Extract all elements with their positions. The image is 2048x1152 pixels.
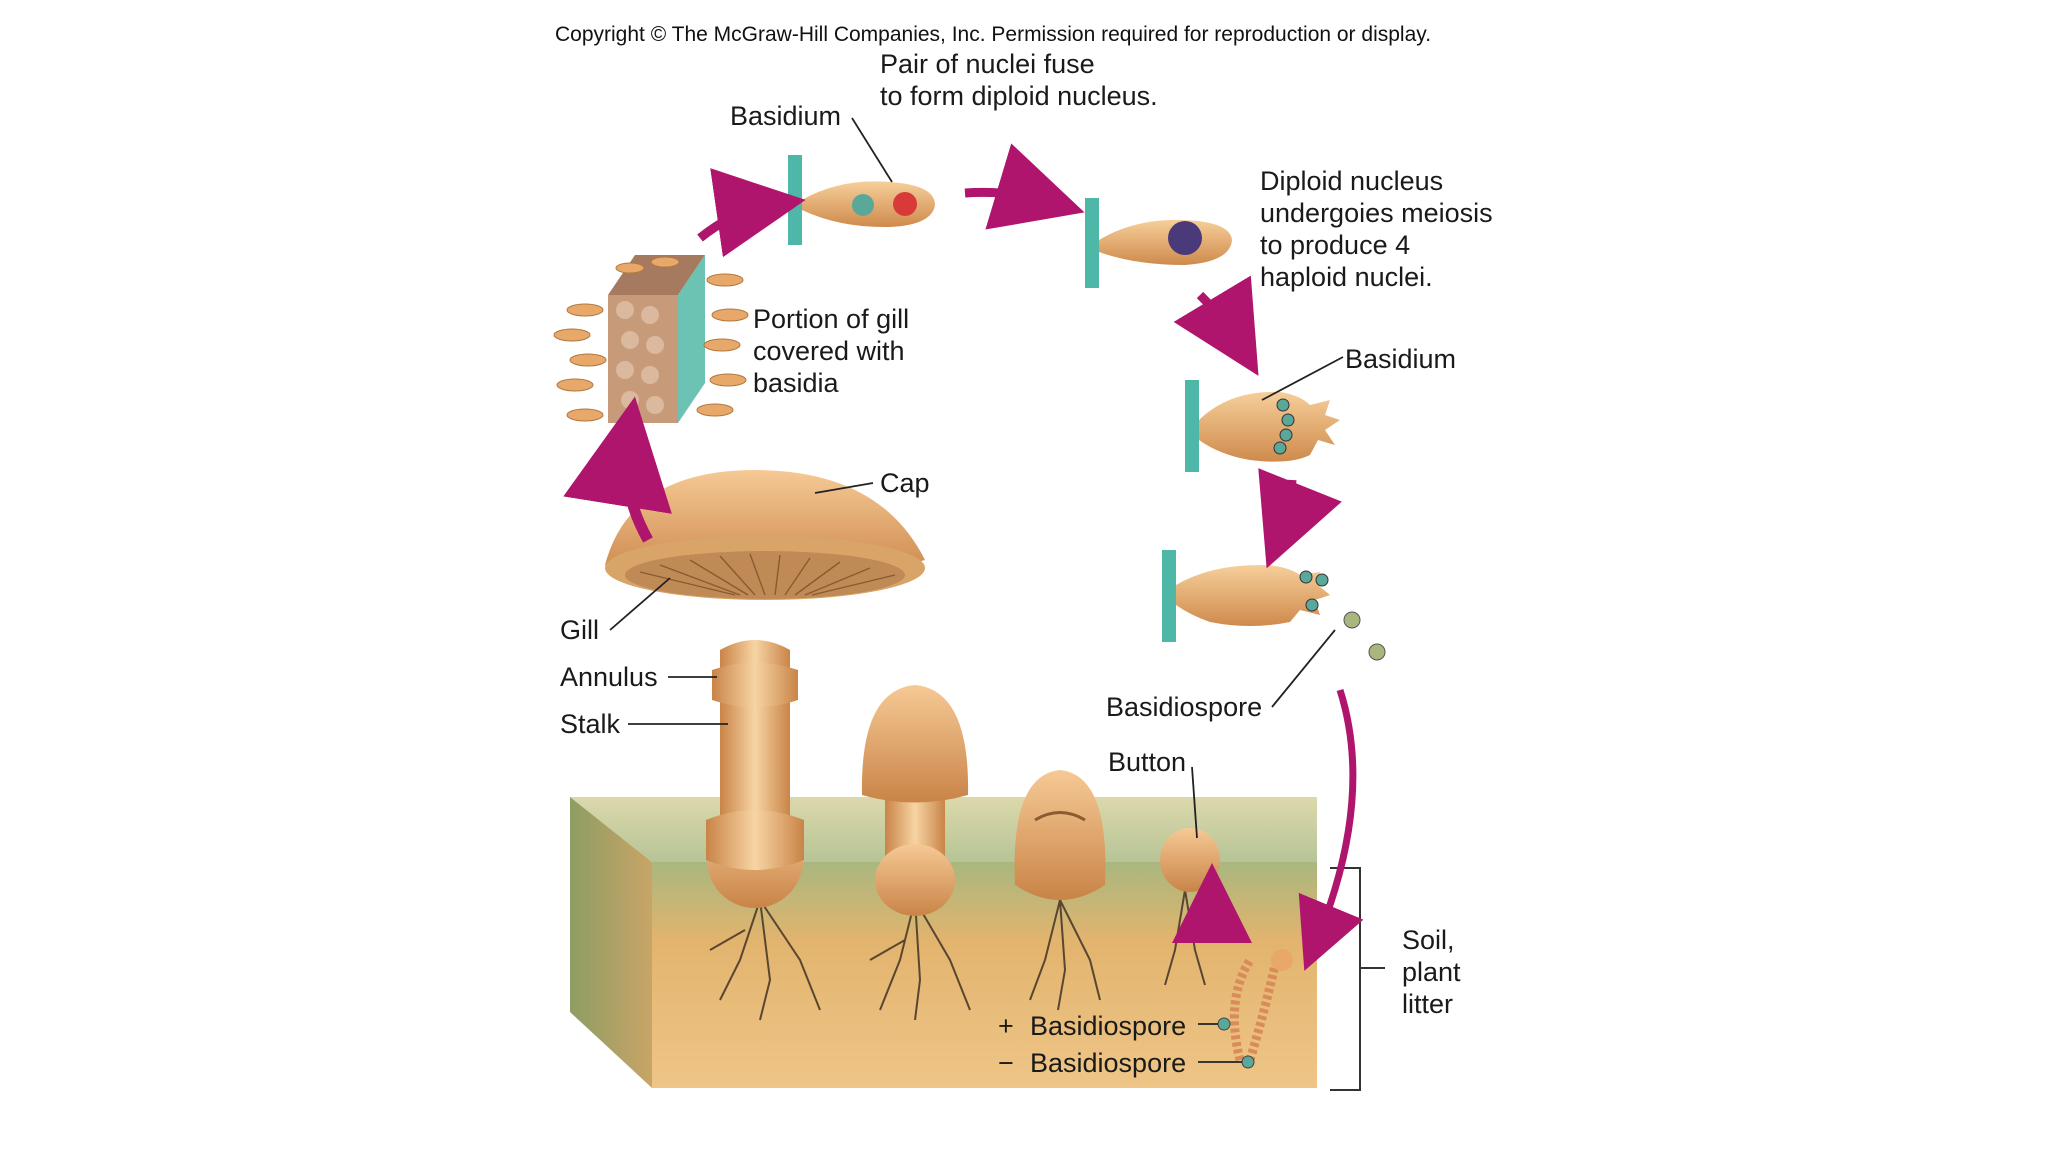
label-soil-line1: Soil, <box>1402 925 1455 955</box>
label-diploid-line2: undergoies meiosis <box>1260 198 1493 228</box>
copyright-notice: Copyright © The McGraw-Hill Companies, I… <box>555 23 1432 46</box>
mature-mushroom <box>605 470 925 908</box>
soil-bracket <box>1330 867 1385 1091</box>
label-minus-basidiospore: Basidiospore <box>1030 1048 1187 1078</box>
label-cap: Cap <box>880 468 930 498</box>
label-soil-line3: litter <box>1402 989 1454 1019</box>
label-gill-portion-line1: Portion of gill <box>753 304 910 334</box>
leader-lines <box>609 117 1344 1063</box>
label-diploid-line3: to produce 4 <box>1260 230 1411 260</box>
label-diploid-line1: Diploid nucleus <box>1260 166 1444 196</box>
life-cycle-arrows <box>563 143 1364 971</box>
label-diploid-line4: haploid nuclei. <box>1260 262 1433 292</box>
label-stalk: Stalk <box>560 709 621 739</box>
label-plus-sign: + <box>998 1011 1014 1041</box>
young-mushroom-1 <box>861 685 969 916</box>
gill-portion <box>553 255 749 423</box>
young-mushroom-2 <box>1014 770 1106 900</box>
basidium-two-nuclei <box>788 155 935 245</box>
label-plus-basidiospore: Basidiospore <box>1030 1011 1187 1041</box>
label-gill-portion-line2: covered with <box>753 336 905 366</box>
basidium-diploid <box>1085 198 1232 288</box>
label-basidium-right: Basidium <box>1345 344 1457 374</box>
label-button: Button <box>1108 747 1187 777</box>
basidiospore-hyphae <box>1217 949 1293 1069</box>
label-basidium-top: Basidium <box>730 101 842 131</box>
label-basidiospore: Basidiospore <box>1106 692 1263 722</box>
button-mushroom <box>1160 828 1220 892</box>
label-gill: Gill <box>560 615 599 645</box>
label-annulus: Annulus <box>560 662 658 692</box>
label-minus-sign: − <box>998 1048 1014 1078</box>
label-fuse-line1: Pair of nuclei fuse <box>880 49 1095 79</box>
basidium-with-spores <box>1162 550 1386 661</box>
label-fuse-line2: to form diploid nucleus. <box>880 81 1158 111</box>
mycelium-roots <box>709 889 1206 1021</box>
label-gill-portion-line3: basidia <box>753 368 839 398</box>
basidium-four-nuclei <box>1185 380 1340 472</box>
annulus-ring <box>712 662 798 708</box>
label-soil-line2: plant <box>1402 957 1461 987</box>
